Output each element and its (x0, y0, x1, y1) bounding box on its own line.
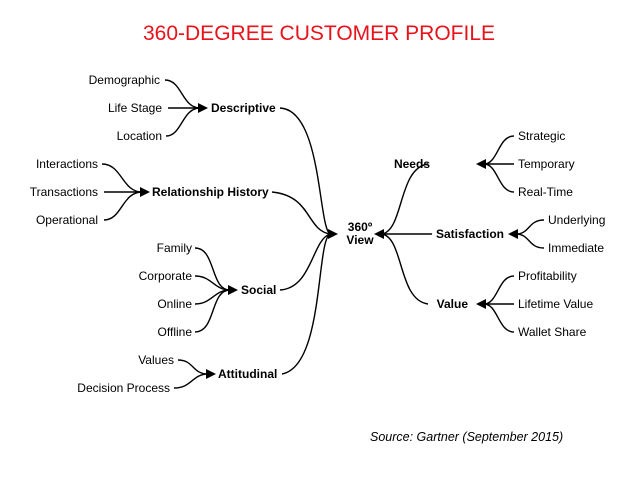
leaf-temporary: Temporary (518, 157, 575, 171)
leaf-decision-process: Decision Process (77, 381, 170, 395)
source-caption: Source: Gartner (September 2015) (370, 430, 564, 444)
arrowhead-center-right (374, 229, 384, 239)
center-node-line1: 360º (347, 220, 373, 234)
center-node-line2: View (346, 233, 374, 247)
connector-demographic (164, 79, 201, 109)
connector-strategic (483, 135, 515, 165)
connector-real-time (483, 163, 515, 193)
leaf-underlying: Underlying (548, 213, 606, 227)
connector-immediate (515, 233, 545, 249)
leaf-operational: Operational (35, 213, 98, 227)
leaf-offline: Offline (157, 325, 192, 339)
page-title: 360-DEGREE CUSTOMER PROFILE (142, 22, 496, 45)
arrowhead-needs (476, 159, 486, 169)
connector-profitability (483, 275, 515, 305)
connector-decision-process (173, 373, 209, 389)
arrowhead-social (228, 285, 238, 295)
leaf-interactions: Interactions (35, 157, 98, 171)
connector-relationship-center (271, 191, 331, 235)
connector-wallet-share (483, 303, 515, 333)
leaf-location: Location (116, 129, 162, 143)
leaf-online: Online (157, 297, 192, 311)
arrowhead-center-left (328, 229, 338, 239)
leaf-profitability: Profitability (518, 269, 577, 283)
connector-value-center (381, 233, 429, 305)
branch-descriptive: Descriptive (211, 101, 276, 115)
branch-needs: Needs (393, 157, 430, 171)
branch-satisfaction: Satisfaction (436, 227, 505, 241)
connector-operational (103, 191, 143, 221)
arrowhead-satisfaction (508, 229, 518, 239)
connector-underlying (515, 219, 545, 235)
leaf-wallet-share: Wallet Share (518, 325, 587, 339)
leaf-transactions: Transactions (29, 185, 98, 199)
connector-corporate (194, 275, 231, 291)
connector-offline (194, 289, 231, 333)
branch-value: Value (436, 297, 468, 311)
connector-values (177, 359, 209, 375)
connector-descriptive-center (279, 107, 331, 235)
connector-attitudinal-center (281, 233, 331, 375)
arrowhead-descriptive (198, 103, 208, 113)
leaf-values: Values (138, 353, 174, 367)
branch-social: Social (241, 283, 277, 297)
branch-attitudinal: Attitudinal (218, 367, 278, 381)
connector-location (165, 107, 201, 137)
leaf-family: Family (156, 241, 192, 255)
connector-family (194, 247, 231, 291)
connector-needs-center (381, 163, 429, 235)
connector-interactions (101, 163, 143, 193)
branch-relationship-history: Relationship History (152, 185, 269, 199)
leaf-lifetime-value: Lifetime Value (518, 297, 594, 311)
arrowhead-relationship-history (140, 187, 150, 197)
connector-online (194, 289, 231, 305)
leaf-demographic: Demographic (88, 73, 160, 87)
connector-social-center (279, 233, 331, 291)
arrowhead-value (476, 299, 486, 309)
arrowhead-attitudinal (206, 369, 216, 379)
leaf-real-time: Real-Time (518, 185, 573, 199)
leaf-life-stage: Life Stage (107, 101, 162, 115)
leaf-strategic: Strategic (518, 129, 566, 143)
leaf-corporate: Corporate (138, 269, 192, 283)
leaf-immediate: Immediate (548, 241, 605, 255)
